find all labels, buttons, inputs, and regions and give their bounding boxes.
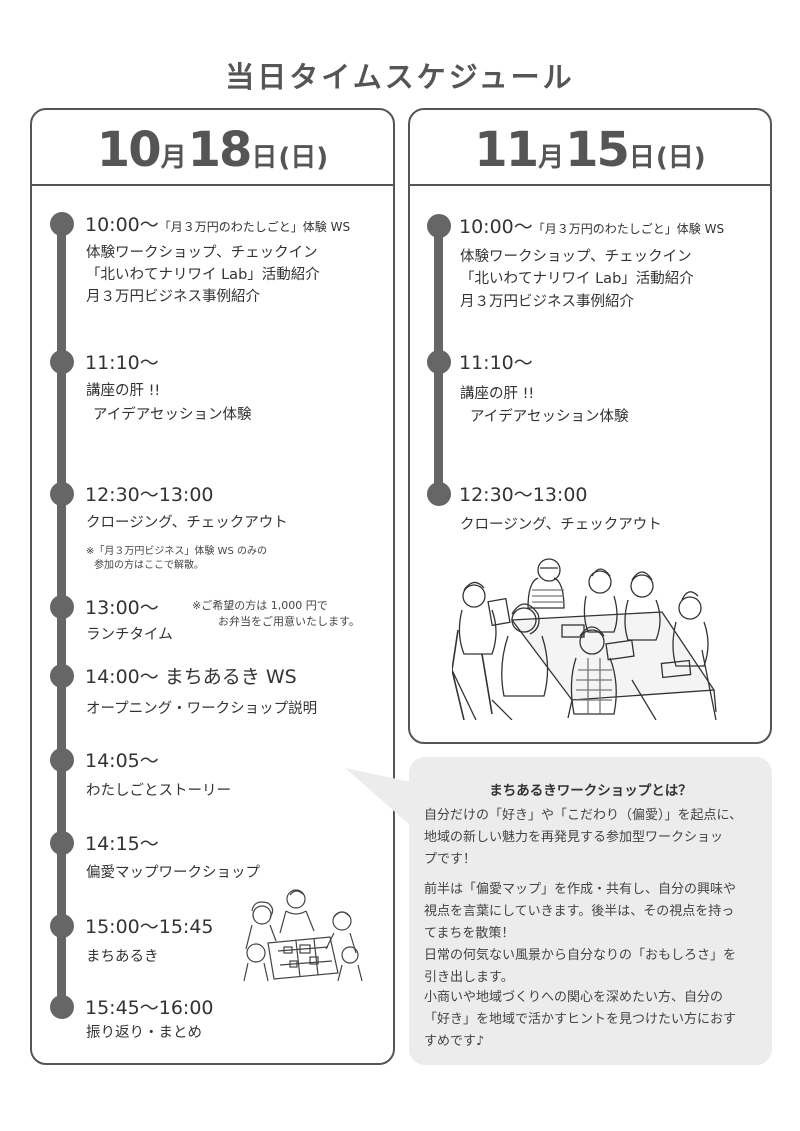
date-month-number: 11 (474, 122, 539, 178)
item-note: 参加の方はここで解散。 (94, 560, 204, 571)
schedule-card-oct18: 10 月 18 日 (日) (30, 108, 395, 1065)
timeline-dot (50, 748, 74, 772)
item-time: 14:15〜 (85, 833, 159, 855)
info-line: 地域の新しい魅力を再発見する参加型ワークショッ (424, 830, 724, 845)
item-line: わたしごとストーリー (86, 783, 231, 799)
item-line: クロージング、チェックアウト (86, 515, 288, 531)
item-line: 偏愛マップワークショップ (86, 865, 260, 881)
date-month-kanji: 月 (538, 143, 565, 173)
item-line: アイデアセッション体験 (93, 407, 252, 423)
info-line: 前半は「偏愛マップ」を作成・共有し、自分の興味や (424, 882, 737, 897)
info-paragraph-2: 前半は「偏愛マップ」を作成・共有し、自分の興味や 視点を言葉にしていきます。後半… (424, 879, 764, 989)
date-day-number: 15 (565, 122, 630, 178)
bubble-tail (345, 768, 411, 826)
timeline-dot (50, 995, 74, 1019)
info-line: 「好き」を地域で活かすヒントを見つけたい方におす (424, 1012, 737, 1027)
item-line: 「北いわてナリワイ Lab」活動紹介 (86, 267, 320, 283)
info-line: 小商いや地域づくりへの関心を深めたい方、自分の (424, 990, 724, 1005)
item-tag: 「月３万円のわたしごと」体験 WS (532, 222, 725, 236)
item-line: 月３万円ビジネス事例紹介 (86, 289, 260, 305)
item-time: 10:00〜「月３万円のわたしごと」体験 WS (459, 216, 725, 238)
info-line: 自分だけの「好き」や「こだわり（偏愛）」を起点に、 (424, 808, 743, 823)
item-line: 体験ワークショップ、チェックイン (460, 249, 692, 265)
info-title: まちあるきワークショップとは？ (489, 783, 692, 799)
item-line: 「北いわてナリワイ Lab」活動紹介 (460, 271, 694, 287)
item-time: 10:00〜「月３万円のわたしごと」体験 WS (85, 214, 351, 236)
info-paragraph-3: 小商いや地域づくりへの関心を深めたい方、自分の 「好き」を地域で活かすヒントを見… (424, 987, 764, 1053)
date-day-kanji: 日 (628, 143, 655, 173)
timeline-dot (50, 831, 74, 855)
info-line: 引き出します。 (424, 970, 514, 985)
item-line: クロージング、チェックアウト (460, 517, 662, 533)
date-header-nov15: 11 月 15 日 (日) (410, 110, 770, 186)
meeting-illustration (452, 558, 717, 720)
item-time: 13:00〜 (85, 597, 159, 619)
timeline-dot (427, 350, 451, 374)
timeline-dot (427, 214, 451, 238)
item-line: 月３万円ビジネス事例紹介 (460, 294, 634, 310)
item-line: 振り返り・まとめ (86, 1025, 202, 1041)
date-day-kanji: 日 (251, 143, 278, 173)
item-time: 12:30〜13:00 (85, 484, 214, 506)
date-month-number: 10 (96, 122, 162, 178)
item-line: 講座の肝 !! (460, 386, 535, 402)
item-line: オープニング・ワークショップ説明 (86, 701, 318, 717)
info-paragraph-1: 自分だけの「好き」や「こだわり（偏愛）」を起点に、 地域の新しい魅力を再発見する… (424, 805, 764, 871)
item-time: 11:10〜 (459, 352, 533, 374)
page-title: 当日タイムスケジュール (225, 60, 575, 94)
item-line: ランチタイム (86, 627, 173, 643)
info-line: てまちを散策！ (424, 926, 515, 941)
item-line: 講座の肝 !! (86, 383, 161, 399)
info-line: 日常の何気ない風景から自分なりの「おもしろさ」を (424, 948, 737, 963)
item-time: 14:05〜 (85, 750, 159, 772)
timeline-dot (50, 914, 74, 938)
item-time: 12:30〜13:00 (459, 484, 588, 506)
timeline-dot (50, 595, 74, 619)
timeline-dot (50, 482, 74, 506)
workshop-map-illustration (243, 889, 363, 982)
date-weekday: (日) (278, 143, 329, 173)
item-tag: 「月３万円のわたしごと」体験 WS (158, 220, 351, 234)
item-note: ※ご希望の方は 1,000 円で (192, 599, 328, 612)
date-header-oct18: 10 月 18 日 (日) (32, 110, 393, 186)
item-time: 15:00〜15:45 (85, 916, 214, 938)
info-line: すめです♪ (424, 1034, 485, 1049)
timeline-dot (50, 350, 74, 374)
item-line: 体験ワークショップ、チェックイン (86, 245, 318, 261)
info-line: プです！ (424, 852, 477, 867)
item-time: 15:45〜16:00 (85, 997, 214, 1019)
item-line: アイデアセッション体験 (470, 409, 629, 425)
info-box: まちあるきワークショップとは？ 自分だけの「好き」や「こだわり（偏愛）」を起点に… (409, 757, 772, 1065)
timeline-dot (427, 482, 451, 506)
item-note: お弁当をご用意いたします。 (218, 615, 360, 628)
item-time: 14:00〜 まちあるき WS (85, 666, 297, 688)
date-month-kanji: 月 (160, 143, 187, 173)
item-line: まちあるき (86, 949, 159, 965)
info-line: 視点を言葉にしていきます。後半は、その視点を持っ (424, 904, 735, 919)
item-time: 11:10〜 (85, 352, 159, 374)
timeline-dot (50, 664, 74, 688)
item-note: ※「月３万円ビジネス」体験 WS のみの (86, 546, 267, 557)
date-day-number: 18 (187, 122, 253, 178)
date-weekday: (日) (655, 143, 706, 173)
timeline-dot (50, 212, 74, 236)
